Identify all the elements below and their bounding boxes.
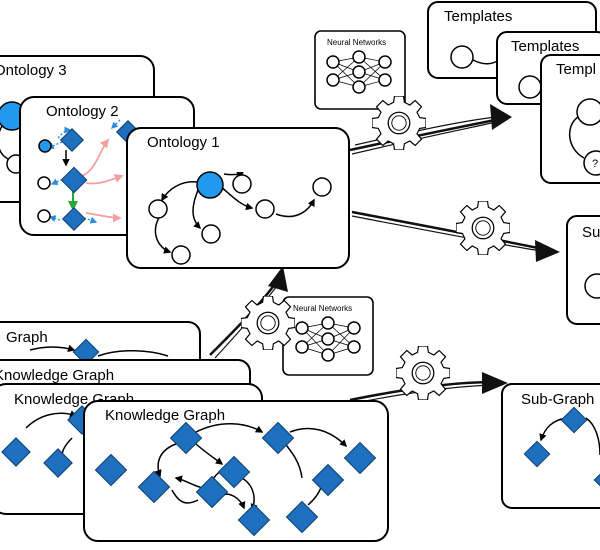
ontology-title-back: Ontology 3	[0, 62, 67, 79]
neural-network-top: Neural Networks	[314, 30, 406, 110]
gear-icon-ontology	[241, 296, 295, 350]
templates-card-front: Templ ?	[540, 54, 600, 184]
templates-title-front: Templ	[556, 61, 596, 78]
ontology-card-front: Ontology 1	[126, 127, 350, 269]
ontology-title-middle: Ontology 2	[46, 103, 119, 120]
gear-icon-subgraph-upper	[456, 201, 510, 255]
subgraph-title-lower: Sub-Graph	[521, 391, 594, 408]
gear-icon-templates	[372, 96, 426, 150]
template-placeholder: ?	[592, 158, 598, 170]
templates-title-middle: Templates	[511, 38, 579, 55]
kg-title-front: Knowledge Graph	[105, 407, 225, 424]
kg-title-layer4: Graph	[6, 329, 48, 346]
arrow-ontology-to-templates	[349, 104, 512, 155]
templates-title-back: Templates	[444, 8, 512, 25]
kg-title-layer3: Knowledge Graph	[0, 367, 114, 384]
ontology-title-front: Ontology 1	[147, 134, 220, 151]
neural-network-label-top: Neural Networks	[327, 38, 386, 47]
neural-network-label-bottom: Neural Networks	[293, 304, 352, 313]
arrow-ontology-to-subgraph	[351, 210, 560, 262]
subgraph-title-upper: Su	[582, 224, 600, 241]
subgraph-card-lower: Sub-Graph	[501, 383, 600, 509]
gear-icon-subgraph-lower	[396, 346, 450, 400]
neural-network-bottom: Neural Networks	[282, 296, 374, 376]
subgraph-card-upper: Su	[566, 215, 600, 325]
kg-card-front: Knowledge Graph	[83, 400, 389, 542]
